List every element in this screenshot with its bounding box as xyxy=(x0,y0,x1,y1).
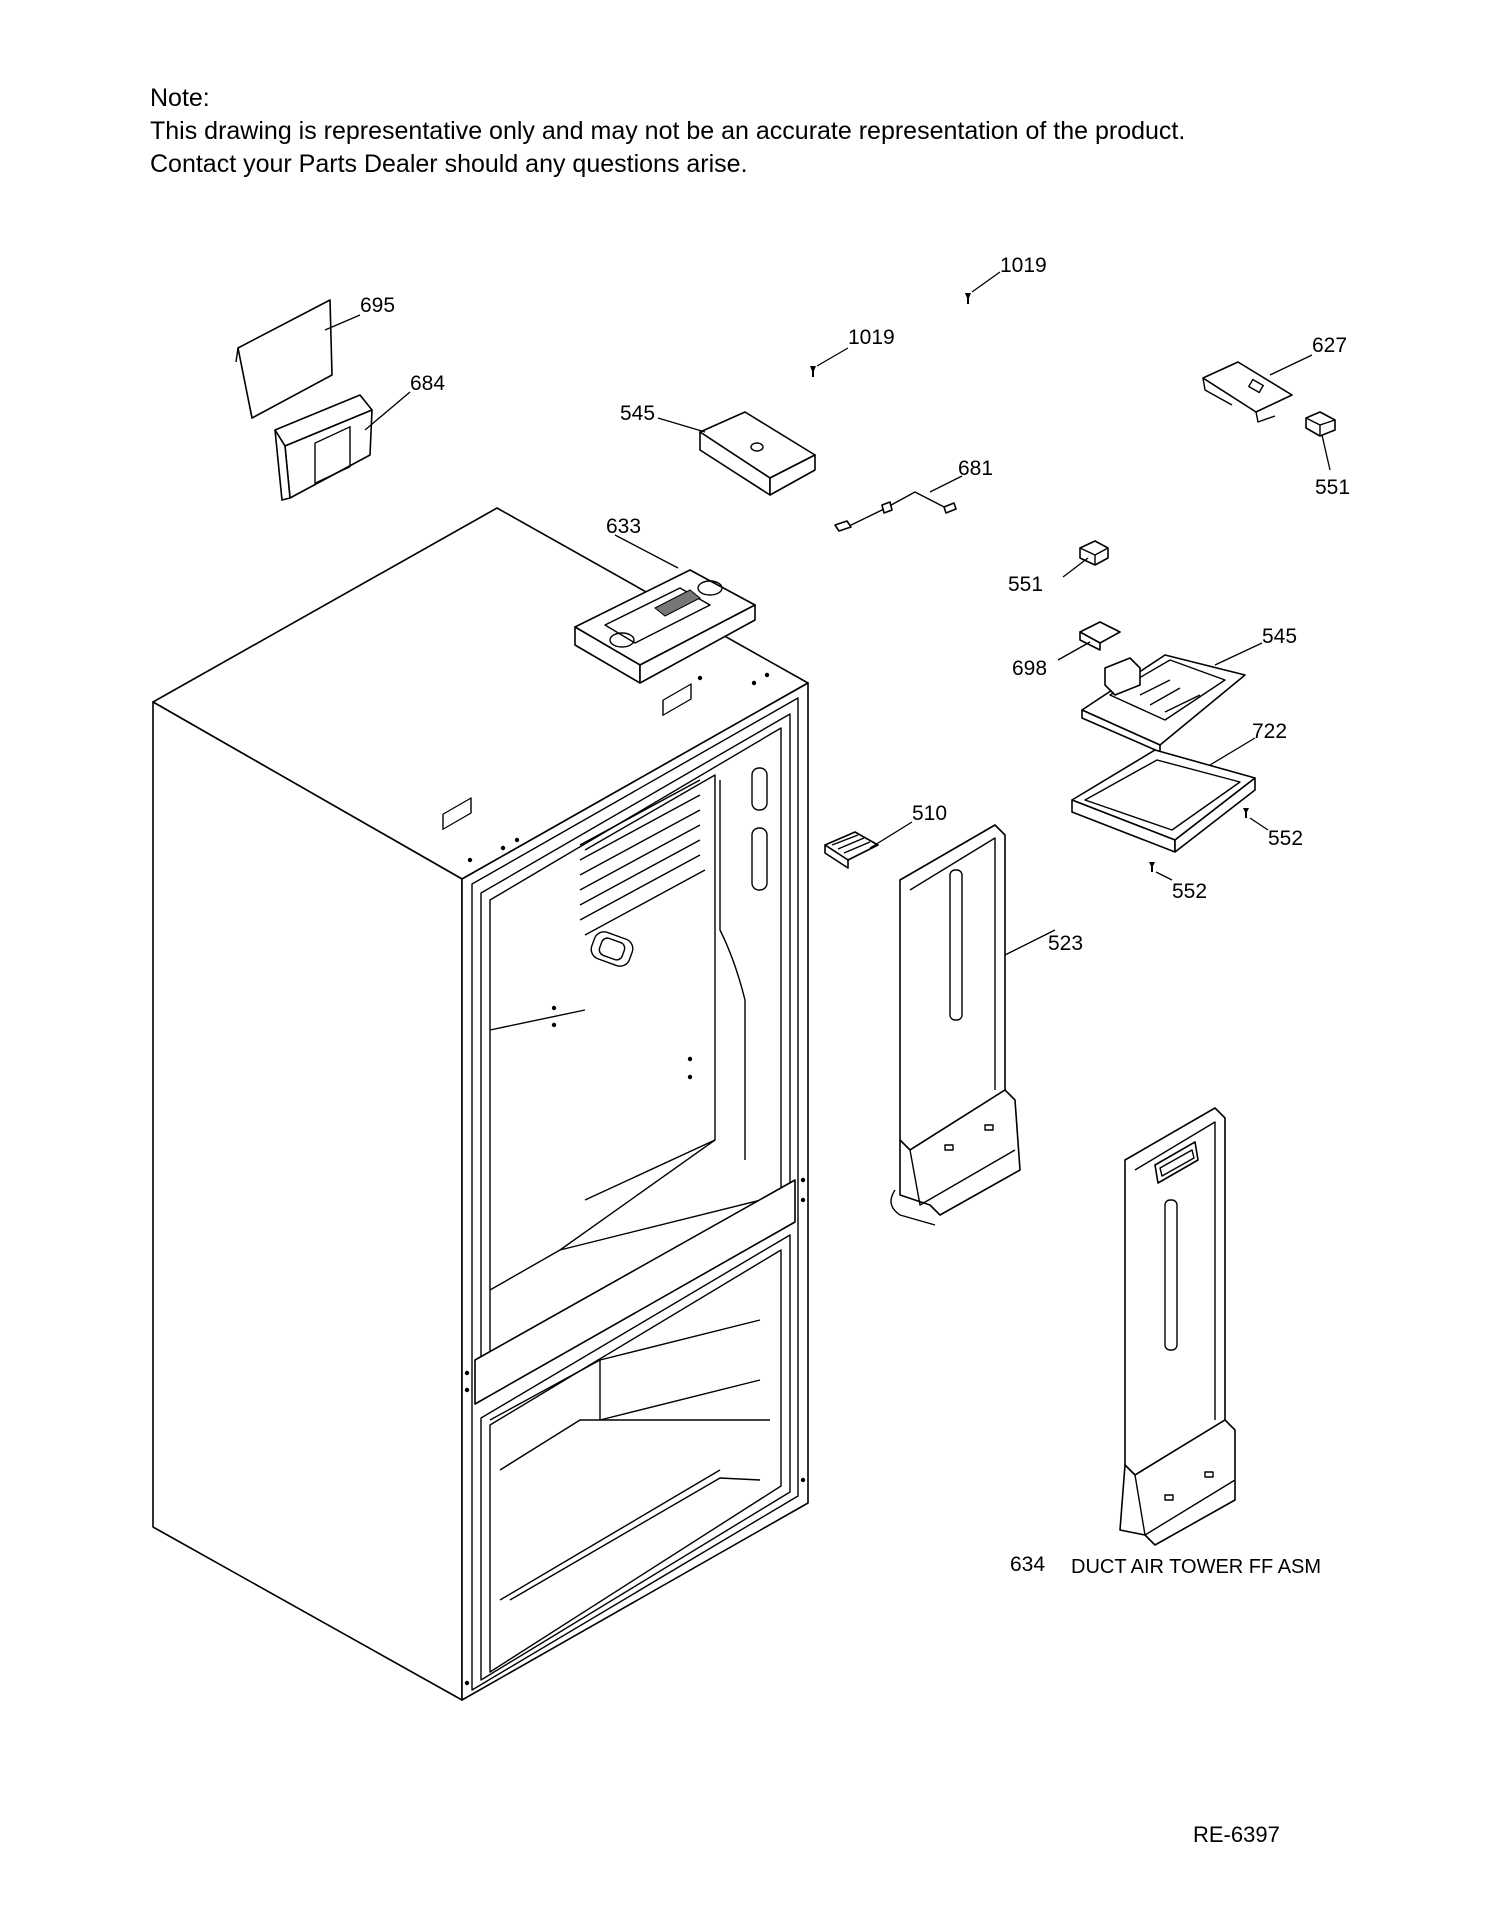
part-1019-screw-b: 1019 xyxy=(965,254,1047,304)
part-681-wire-sensor: 681 xyxy=(834,457,993,532)
part-523-air-duct: 523 xyxy=(890,824,1083,1226)
part-551-switch-upper: 551 xyxy=(1305,411,1350,499)
part-627-bracket: 627 xyxy=(1202,334,1347,423)
part-695-cover-plate: 695 xyxy=(235,294,395,419)
callout-627: 627 xyxy=(1312,334,1347,357)
callout-523: 523 xyxy=(1048,932,1083,955)
callout-545-upper: 545 xyxy=(620,402,655,425)
callout-552-b: 552 xyxy=(1172,880,1207,903)
callout-681: 681 xyxy=(958,457,993,480)
refrigerator-cabinet xyxy=(152,507,809,1701)
part-633-damper-assembly: 633 xyxy=(574,515,756,684)
callout-545-lower: 545 xyxy=(1262,625,1297,648)
callout-722: 722 xyxy=(1252,720,1287,743)
part-684-bracket: 684 xyxy=(274,372,445,501)
assembly-number: 634 xyxy=(1010,1553,1046,1576)
part-551-switch-middle: 551 xyxy=(1008,540,1109,596)
assembly-name: DUCT AIR TOWER FF ASM xyxy=(1071,1556,1322,1578)
callout-698: 698 xyxy=(1012,657,1047,680)
part-634-duct-air-tower xyxy=(1119,1107,1236,1546)
part-722-tray: 722 xyxy=(1071,720,1287,853)
part-510-grille: 510 xyxy=(824,802,947,869)
part-1019-screw-a: 1019 xyxy=(810,326,895,377)
callout-695: 695 xyxy=(360,294,395,317)
part-698-pad: 698 xyxy=(1012,621,1121,680)
callout-1019-a: 1019 xyxy=(848,326,895,349)
note-heading: Note: xyxy=(150,84,210,112)
disclaimer-note: Note: This drawing is representative onl… xyxy=(150,82,1185,181)
part-545-upper-housing: 545 xyxy=(620,402,816,496)
drawing-code: RE-6397 xyxy=(1193,1822,1280,1847)
callout-552-a: 552 xyxy=(1268,827,1303,850)
callout-633: 633 xyxy=(606,515,641,538)
callout-551-middle: 551 xyxy=(1008,573,1043,596)
callout-510: 510 xyxy=(912,802,947,825)
note-line-1: This drawing is representative only and … xyxy=(150,117,1186,145)
callout-551-upper: 551 xyxy=(1315,476,1350,499)
note-line-2: Contact your Parts Dealer should any que… xyxy=(150,150,748,178)
callout-1019-b: 1019 xyxy=(1000,254,1047,277)
part-552-screw-b: 552 xyxy=(1149,862,1207,903)
callout-684: 684 xyxy=(410,372,445,395)
part-552-screw-a: 552 xyxy=(1243,808,1303,850)
